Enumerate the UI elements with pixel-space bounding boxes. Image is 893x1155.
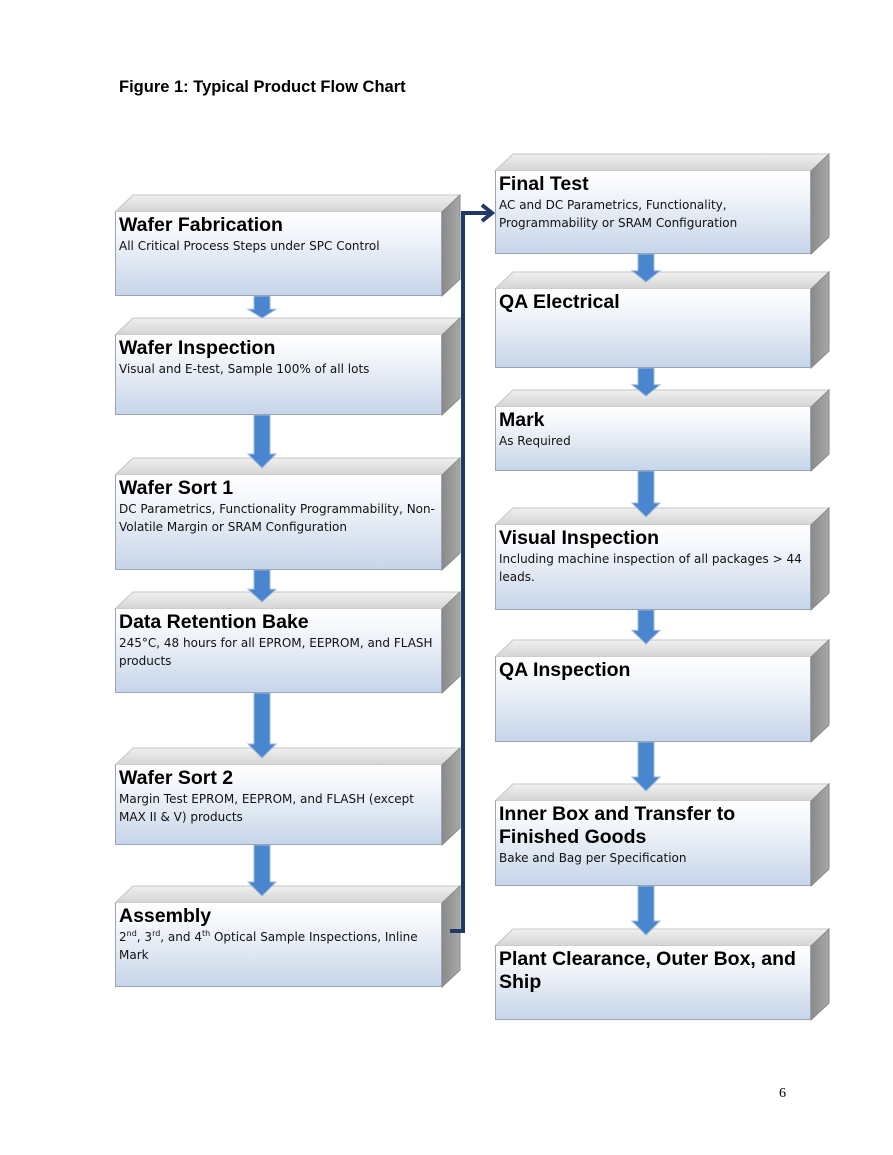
step-title: QA Inspection	[499, 659, 631, 681]
step-inner-box-transfer: Inner Box and Transfer to Finished Goods…	[495, 784, 829, 886]
step-description: As Required	[499, 434, 571, 448]
step-wafer-inspection: Wafer Inspection Visual and E-test, Samp…	[115, 318, 460, 415]
page-number: 6	[779, 1086, 786, 1101]
box-side-bevel	[441, 316, 461, 417]
step-qa-inspection: QA Inspection	[495, 640, 829, 742]
step-visual-inspection: Visual Inspection Including machine insp…	[495, 508, 829, 610]
step-description: Visual and E-test, Sample 100% of all lo…	[119, 362, 370, 376]
step-wafer-fabrication: Wafer Fabrication All Critical Process S…	[115, 195, 460, 296]
box-side-bevel	[810, 506, 830, 612]
step-title: Data Retention Bake	[119, 611, 309, 633]
flow-down-arrow	[246, 692, 278, 759]
flow-down-arrow	[630, 885, 662, 936]
step-title: Wafer Sort 2	[119, 767, 234, 789]
flow-down-arrow	[630, 741, 662, 792]
box-side-bevel	[441, 456, 461, 572]
box-side-bevel	[441, 193, 461, 298]
step-title: Inner Box and Transfer to Finished Goods	[499, 803, 736, 848]
step-final-test: Final Test AC and DC Parametrics, Functi…	[495, 154, 829, 254]
box-side-bevel	[441, 590, 461, 695]
box-side-bevel	[810, 152, 830, 256]
box-side-bevel	[810, 638, 830, 744]
step-title: Visual Inspection	[499, 527, 660, 549]
step-title: Plant Clearance, Outer Box, and Ship	[499, 948, 796, 993]
step-qa-electrical: QA Electrical	[495, 272, 829, 368]
flow-down-arrow	[630, 253, 662, 283]
box-side-bevel	[810, 782, 830, 888]
step-description: All Critical Process Steps under SPC Con…	[119, 239, 380, 253]
step-title: Mark	[499, 409, 545, 431]
connector-arrow	[450, 211, 490, 933]
flow-down-arrow	[246, 844, 278, 897]
flow-down-arrow	[246, 295, 278, 319]
step-description: 2nd, 3rd, and 4th Optical Sample Inspect…	[119, 929, 418, 963]
step-assembly: Assembly 2nd, 3rd, and 4th Optical Sampl…	[115, 886, 460, 987]
figure-title: Figure 1: Typical Product Flow Chart	[119, 78, 406, 96]
step-wafer-sort-2: Wafer Sort 2 Margin Test EPROM, EEPROM, …	[115, 748, 460, 845]
step-description: AC and DC Parametrics, Functionality, Pr…	[499, 198, 738, 230]
flow-down-arrow	[246, 414, 278, 469]
box-side-bevel	[441, 746, 461, 847]
flow-down-arrow	[630, 470, 662, 518]
step-title: Wafer Inspection	[119, 337, 276, 359]
flow-down-arrow	[246, 569, 278, 603]
step-description: 245°C, 48 hours for all EPROM, EEPROM, a…	[119, 636, 433, 668]
step-description: DC Parametrics, Functionality Programmab…	[119, 502, 435, 534]
step-title: Assembly	[119, 905, 212, 927]
step-title: Wafer Sort 1	[119, 477, 234, 499]
flow-down-arrow	[630, 367, 662, 397]
step-title: Final Test	[499, 173, 589, 195]
box-side-bevel	[810, 388, 830, 473]
step-plant-clearance: Plant Clearance, Outer Box, and Ship	[495, 929, 829, 1020]
connector-arrowhead	[480, 203, 496, 223]
step-description: Margin Test EPROM, EEPROM, and FLASH (ex…	[119, 792, 414, 824]
box-side-bevel	[441, 884, 461, 989]
box-side-bevel	[810, 927, 830, 1022]
step-wafer-sort-1: Wafer Sort 1 DC Parametrics, Functionali…	[115, 458, 460, 570]
step-description: Including machine inspection of all pack…	[499, 552, 802, 584]
step-title: QA Electrical	[499, 291, 620, 313]
step-mark: Mark As Required	[495, 390, 829, 471]
step-data-retention-bake: Data Retention Bake 245°C, 48 hours for …	[115, 592, 460, 693]
flow-down-arrow	[630, 609, 662, 645]
box-side-bevel	[810, 270, 830, 370]
step-title: Wafer Fabrication	[119, 214, 283, 236]
step-description: Bake and Bag per Specification	[499, 851, 687, 865]
